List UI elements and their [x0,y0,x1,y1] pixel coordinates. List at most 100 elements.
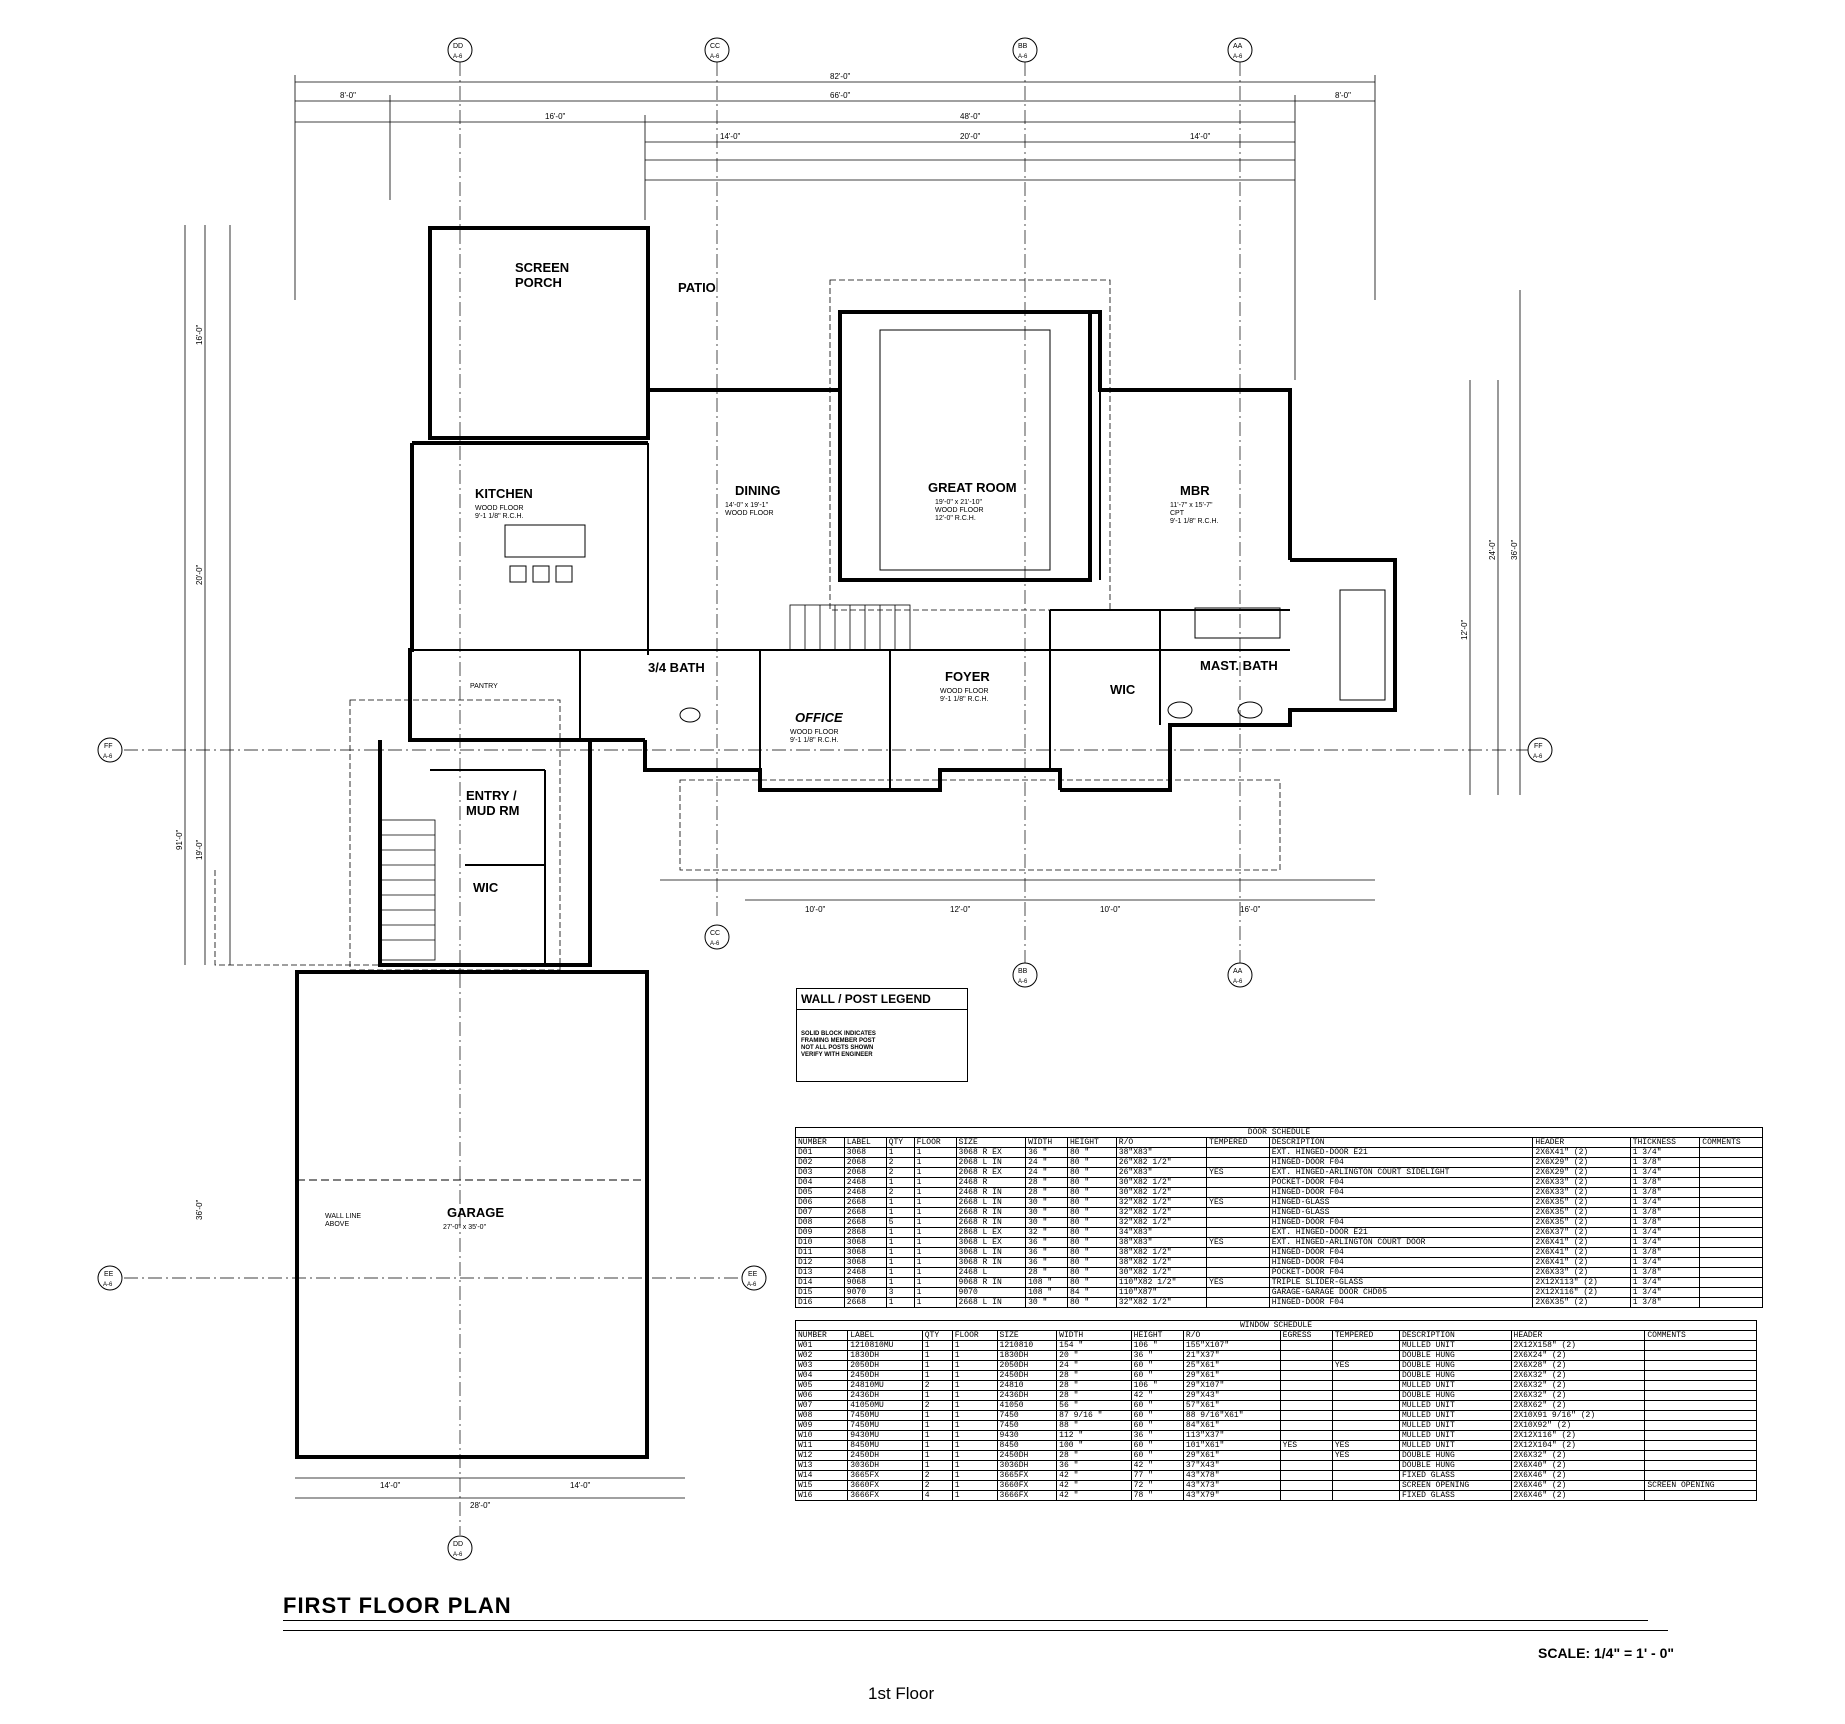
table-cell: 42 " [1056,1480,1132,1491]
table-cell: 24 " [1025,1157,1068,1168]
table-cell: DOUBLE HUNG [1398,1360,1512,1371]
table-cell: 9430 [996,1430,1058,1441]
table-cell: 110"X82 1/2" [1115,1277,1208,1288]
table-cell: 2468 [843,1267,887,1278]
table-cell: 2X6X35" (2) [1532,1197,1631,1208]
column-header: THICKNESS [1629,1137,1701,1148]
table-cell: 1 3/8" [1629,1177,1701,1188]
table-cell [1699,1287,1763,1298]
table-cell: SCREEN OPENING [1398,1480,1512,1491]
column-header: R/O [1182,1330,1281,1341]
svg-text:A-6: A-6 [103,1282,113,1288]
table-cell: 2X12X113" (2) [1532,1277,1631,1288]
table-cell: D09 [795,1227,845,1238]
table-cell: 1 [913,1267,957,1278]
table-cell: 1 [913,1167,957,1178]
table-cell: 87 9/16 " [1056,1410,1132,1421]
table-cell: 3068 [843,1147,887,1158]
table-cell [1644,1450,1757,1461]
table-cell: 2068 [843,1157,887,1168]
column-header: HEIGHT [1130,1330,1184,1341]
top-dimension-text: 82'-0" 66'-0" 8'-0" 8'-0" 48'-0" 16'-0" … [340,72,1351,141]
table-cell: 1 [885,1267,915,1278]
table-cell: 1 [951,1440,998,1451]
table-cell: D03 [795,1167,845,1178]
table-cell: 1 [885,1297,915,1308]
room-mbr: MBR [1180,483,1210,498]
table-cell: YES [1206,1167,1270,1178]
table-cell [1331,1350,1400,1361]
dim-10-bottom-b: 10'-0" [1100,905,1121,914]
dashed-overhang-lines [214,279,1281,971]
table-cell: 28 " [1025,1267,1068,1278]
table-cell: DOUBLE HUNG [1398,1450,1512,1461]
table-cell: 1 [913,1277,957,1288]
table-cell: HINGED-GLASS [1268,1207,1534,1218]
table-cell: 2X6X35" (2) [1532,1207,1631,1218]
grid-tag-dd-top: DDA-6 [447,37,473,63]
table-cell: D06 [795,1197,845,1208]
table-cell: 1 [951,1370,998,1381]
table-cell: 2468 R [955,1177,1027,1188]
table-cell [1699,1247,1763,1258]
table-cell: 3665FX [996,1470,1058,1481]
table-cell: 3660FX [847,1480,923,1491]
table-cell [1644,1380,1757,1391]
wall-post-legend: WALL / POST LEGEND SOLID BLOCK INDICATES… [796,988,968,1082]
room-3-4-bath: 3/4 BATH [648,660,705,675]
table-cell: W08 [794,1410,849,1421]
table-cell: 60 " [1130,1360,1184,1371]
table-cell [1206,1287,1270,1298]
table-cell: 1 [951,1390,998,1401]
table-cell: 2X6X32" (2) [1510,1380,1646,1391]
table-cell [1206,1177,1270,1188]
table-cell: D10 [795,1237,845,1248]
table-cell [1699,1147,1763,1158]
table-cell: 3 [885,1287,915,1298]
bottom-dimension-lines [295,879,1375,1499]
grid-tag-bb-mid: BBA-6 [1012,962,1038,988]
table-cell [1331,1470,1400,1481]
table-cell: 2X6X32" (2) [1510,1390,1646,1401]
table-cell: 80 " [1067,1257,1117,1268]
dim-16: 16'-0" [545,112,566,121]
column-header: WIDTH [1056,1330,1132,1341]
table-cell: 2450DH [996,1450,1058,1461]
table-cell: W05 [794,1380,849,1391]
table-cell: 80 " [1067,1167,1117,1178]
table-cell: 2050DH [847,1360,923,1371]
table-cell [1206,1257,1270,1268]
room-dining-sub: 14'-0" x 19'-1"WOOD FLOOR [725,502,774,517]
table-cell: 2 [885,1187,915,1198]
table-cell: 38"X83" [1115,1237,1208,1248]
legend-title: WALL / POST LEGEND [801,992,931,1006]
table-cell: 43"X73" [1182,1480,1281,1491]
table-cell: 80 " [1067,1277,1117,1288]
legend-divider [797,1009,967,1010]
table-cell [1279,1490,1333,1501]
table-cell: 36 " [1025,1247,1068,1258]
table-cell: 2X6X32" (2) [1510,1370,1646,1381]
table-cell: 1 [913,1217,957,1228]
table-cell: 5 [885,1217,915,1228]
table-cell: 2468 [843,1187,887,1198]
table-cell: 3068 L IN [955,1247,1027,1258]
table-cell: 1 [913,1287,957,1298]
table-cell: 20 " [1056,1350,1132,1361]
table-cell [1279,1480,1333,1491]
table-cell: D07 [795,1207,845,1218]
table-cell [1699,1187,1763,1198]
table-cell: 1 3/4" [1629,1147,1701,1158]
table-cell: 1 [913,1177,957,1188]
table-cell: 3666FX [847,1490,923,1501]
table-cell [1331,1340,1400,1351]
table-cell: 2X6X37" (2) [1532,1227,1631,1238]
grid-tag-ee-left: EEA-6 [97,1265,123,1291]
legend-note: SOLID BLOCK INDICATES FRAMING MEMBER POS… [801,1031,876,1058]
